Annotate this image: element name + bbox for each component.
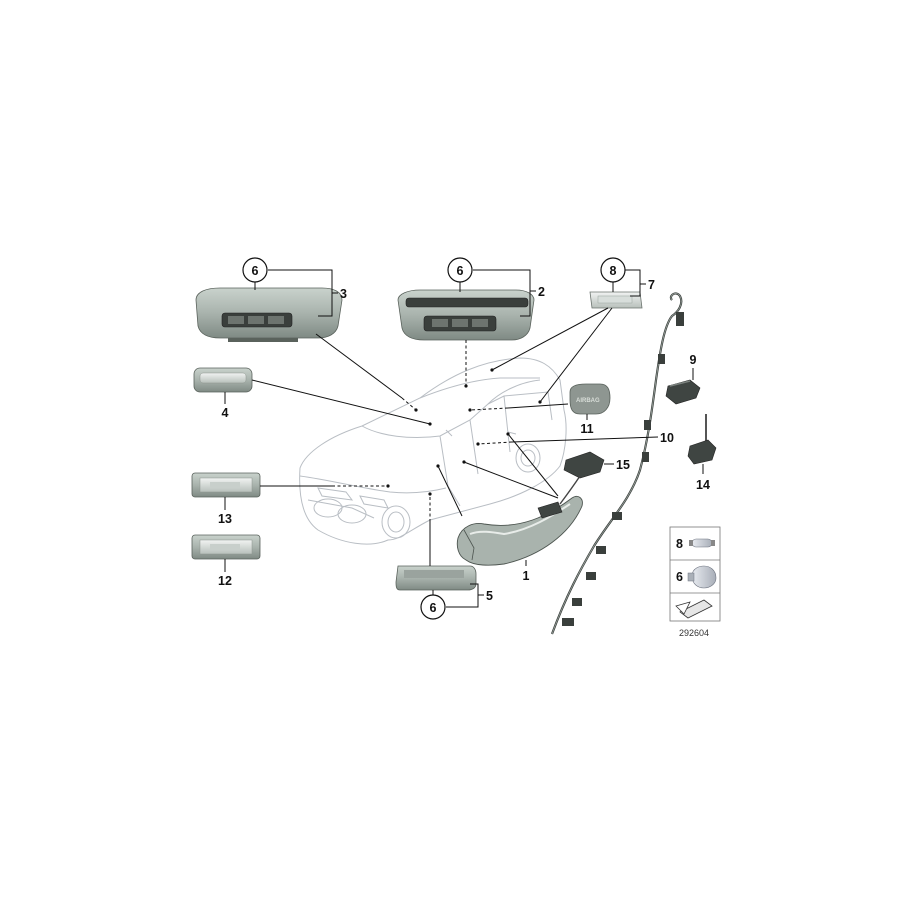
label-11: 11 [580, 422, 593, 436]
part-9-switch [665, 379, 701, 405]
label-4: 4 [222, 406, 229, 420]
label-14: 14 [696, 478, 710, 492]
label-15: 15 [616, 458, 630, 472]
label-10: 10 [660, 431, 674, 445]
svg-text:6: 6 [252, 264, 259, 278]
legend-label-8: 8 [676, 537, 683, 551]
label-5: 5 [486, 589, 493, 603]
part-1-mirror-turn-signal [456, 495, 583, 566]
circled-label-6-bottom: 6 [420, 594, 446, 620]
label-1: 1 [523, 569, 530, 583]
svg-text:6: 6 [430, 601, 437, 615]
part-5-door-lamp [395, 565, 477, 591]
airbag-label: AIRBAG [576, 398, 600, 404]
part-12-footwell-lamp [191, 534, 261, 560]
part-3-roof-light-unit [195, 287, 343, 342]
part-13-footwell-lamp [191, 472, 261, 498]
svg-text:6: 6 [457, 264, 464, 278]
part-10-wiring-harness [550, 292, 684, 635]
label-7: 7 [648, 278, 655, 292]
legend-label-6: 6 [676, 570, 683, 584]
circled-label-6-top-center: 6 [447, 257, 473, 283]
part-14-sensor [687, 414, 717, 465]
label-2: 2 [538, 285, 545, 299]
part-15-switch-with-cable [537, 451, 605, 519]
part-2-roof-light-unit [397, 289, 535, 341]
label-12: 12 [218, 574, 232, 588]
part-11-airbag-indicator: AIRBAG [569, 383, 611, 415]
bulb-legend: 8 6 [669, 526, 721, 622]
part-7-interior-lamp [589, 291, 643, 309]
wedge-bulb-icon [691, 565, 717, 589]
car-outline [299, 357, 567, 545]
label-13: 13 [218, 512, 232, 526]
leader-lines [224, 269, 704, 608]
arrow-direction-icon [675, 599, 713, 619]
svg-text:8: 8 [610, 264, 617, 278]
label-9: 9 [690, 353, 697, 367]
festoon-bulb-icon [691, 538, 713, 548]
label-3: 3 [340, 287, 347, 301]
diagram-reference-number: 292604 [679, 628, 709, 638]
circled-label-6-top-left: 6 [242, 257, 268, 283]
part-4-interior-lamp [193, 367, 253, 393]
circled-label-8-top-right: 8 [600, 257, 626, 283]
